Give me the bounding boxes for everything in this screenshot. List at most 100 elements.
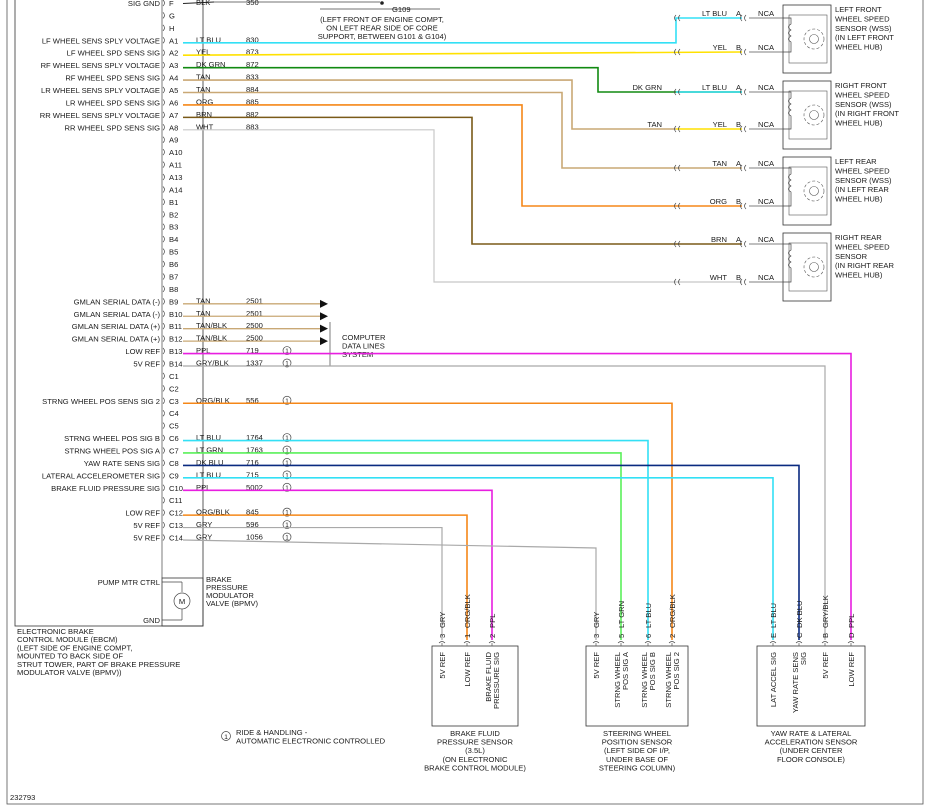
pin-row-b4: B4 [162, 235, 178, 244]
wire-swps-sig-a [183, 452, 622, 640]
pin-terminal [162, 385, 165, 392]
connector-terminal [740, 240, 747, 248]
sensor-wire-color: YEL [713, 43, 727, 52]
connector-terminal [740, 48, 747, 56]
pin-terminal [162, 434, 165, 442]
component-pin-function: POS SIG A [621, 651, 630, 690]
pin-number: A5 [169, 86, 178, 95]
label-line: MOUNTED TO BACK SIDE OF [17, 652, 123, 661]
pin-number: A13 [169, 173, 183, 182]
pin-wire-color: BRN [196, 110, 212, 119]
pin-signal: LF WHEEL SENS SPLY VOLTAGE [42, 36, 160, 45]
pin-number: C14 [169, 533, 183, 542]
sensor-box [782, 156, 832, 226]
component-name: (3.5L) [465, 746, 485, 755]
pin-circuit-number: 884 [246, 85, 259, 94]
pin-terminal [162, 223, 165, 230]
pin-terminal [162, 347, 165, 355]
note-circle [282, 532, 292, 542]
pin-terminal [162, 509, 165, 516]
pin-circuit-number: 2501 [246, 309, 263, 318]
pin-number: A9 [169, 136, 178, 145]
pin-row-h: H [162, 24, 174, 33]
pin-terminal [162, 61, 165, 69]
sensor-name: SENSOR (WSS) [835, 24, 892, 33]
sensor-name: WHEEL SPEED [835, 242, 890, 251]
note-number: 1 [285, 460, 289, 467]
component-name: BRAKE CONTROL MODULE) [424, 763, 526, 772]
splice-wire-color: TAN [647, 120, 662, 129]
pin-terminal [162, 161, 165, 168]
label-line: MODULATOR VALVE (BPMV)) [17, 668, 122, 677]
pin-number: C11 [169, 496, 182, 505]
note-number: 1 [285, 435, 289, 442]
connector-terminal [740, 164, 747, 172]
pin-terminal [162, 49, 165, 56]
pin-wire-color: YEL [196, 48, 210, 57]
pin-terminal [162, 186, 165, 193]
pin-number: B10 [169, 310, 183, 319]
sensor-name: (IN RIGHT REAR [835, 261, 894, 270]
pin-row-b6: B6 [162, 260, 178, 269]
component-name: POSITION SENSOR [602, 738, 673, 747]
sensor-coil-icon [783, 91, 792, 130]
pin-wire-color: GRY [196, 532, 212, 541]
sensor-coil-icon [783, 167, 792, 207]
figure-id: 232793 [10, 793, 35, 802]
component-pin-function: YAW RATE SENS [791, 652, 800, 713]
label-line: ELECTRONIC BRAKE [17, 627, 94, 636]
pin-circuit-number: 1764 [246, 433, 263, 442]
component-pin-number: E [769, 633, 778, 638]
pin-signal: LR WHEEL SPD SENS SIG [66, 98, 160, 107]
sensor-inner-box [788, 242, 828, 292]
pin-signal: STRNG WHEEL POS SENS SIG 2 [42, 397, 160, 406]
pin-terminal [162, 310, 165, 317]
pin-row-b2: B2 [162, 210, 178, 219]
component-wire-color: LT BLU [644, 603, 653, 628]
pin-number: A11 [169, 161, 182, 170]
pin-terminal [162, 37, 165, 44]
pin-wire-color: DK GRN [196, 60, 226, 69]
pin-wire-color: DK BLU [196, 458, 223, 467]
connector-terminal [740, 202, 747, 210]
component-box [431, 645, 519, 727]
pin-row-a10: A10 [162, 148, 183, 157]
pin-wire-color: TAN [196, 296, 211, 305]
pin-number: A2 [169, 49, 178, 58]
pin-number: H [169, 24, 174, 33]
pin-signal: STRNG WHEEL POS SIG A [64, 446, 160, 455]
terminal-letter: B [736, 120, 741, 129]
pin-number: A8 [169, 123, 178, 132]
label-line: VALVE (BPMV) [206, 599, 259, 608]
wire-swps-5v-ref [182, 539, 597, 640]
pin-row-a11: A11 [162, 161, 182, 170]
hub-icon [809, 262, 819, 272]
sensor-name: RIGHT REAR [835, 233, 882, 242]
inline-connector [674, 164, 681, 172]
component-terminal [795, 641, 803, 644]
pin-row-b1: B1 [162, 198, 178, 207]
pin-signal: GMLAN SERIAL DATA (-) [74, 297, 161, 306]
note-circle [282, 507, 292, 517]
component-terminal [488, 641, 496, 644]
wire-lf-supply [183, 17, 742, 44]
pin-circuit-number: 596 [246, 520, 259, 529]
wire-yaw-5v-ref [183, 365, 826, 640]
bpmv-box [161, 577, 204, 627]
pin-number: F [169, 0, 174, 8]
ground-name: G109 [392, 5, 411, 14]
component-pin-number: 3 [438, 634, 447, 638]
component-wire-color: LT BLU [769, 603, 778, 628]
pin-signal: GMLAN SERIAL DATA (+) [72, 335, 161, 344]
pin-row-c4: C4 [162, 409, 179, 418]
